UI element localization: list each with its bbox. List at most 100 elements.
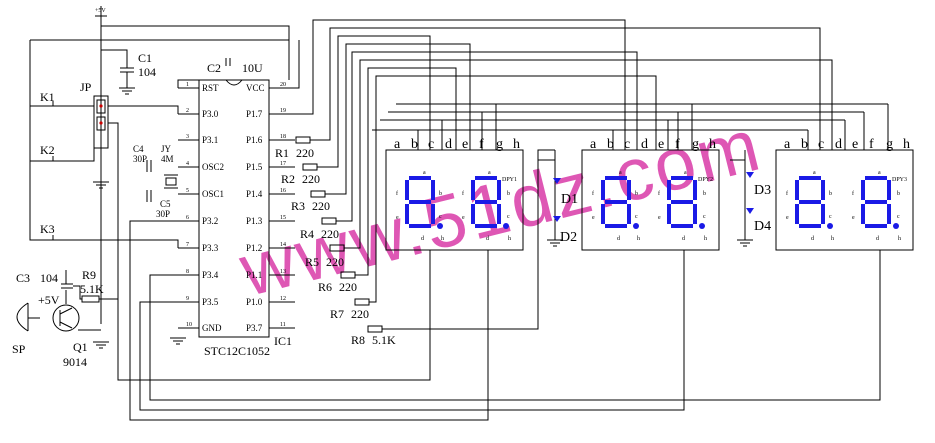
key-k3: K3 xyxy=(40,222,66,241)
svg-text:30P: 30P xyxy=(133,154,147,164)
svg-text:K3: K3 xyxy=(40,222,55,236)
segment-tag: c xyxy=(635,214,638,220)
mcu-pin-name: P1.5 xyxy=(246,162,263,172)
wire xyxy=(129,220,489,421)
segment-label: f xyxy=(869,137,874,152)
wire xyxy=(382,149,555,330)
segment-tag: b xyxy=(703,191,706,197)
segment-tag: a xyxy=(813,170,816,176)
segment-label: a xyxy=(590,137,597,152)
wire xyxy=(139,250,685,411)
segment-tag: h xyxy=(831,236,834,242)
segment-label: d xyxy=(835,137,842,152)
svg-text:D3: D3 xyxy=(754,183,771,198)
wire xyxy=(149,250,881,401)
resistor-r2-value: 220 xyxy=(302,172,320,186)
segment-tag: h xyxy=(898,236,901,242)
mcu-pin-name: P1.1 xyxy=(246,270,262,280)
resistor-r8 xyxy=(367,325,383,333)
mcu-pin-name: P3.0 xyxy=(202,109,219,119)
resistor-r5 xyxy=(329,244,345,252)
segment-tag: f xyxy=(396,190,398,197)
mcu-pin-number: 2 xyxy=(186,108,189,114)
mcu-pin-name: P3.3 xyxy=(202,243,219,253)
segment-label: f xyxy=(479,137,484,152)
mcu-pin-number: 9 xyxy=(186,296,189,302)
svg-text:104: 104 xyxy=(138,65,156,79)
wire xyxy=(108,105,179,114)
resistor-r3 xyxy=(310,190,326,198)
svg-text:R9: R9 xyxy=(82,268,96,282)
jumper-jp: JP xyxy=(80,80,109,149)
speaker-sp: SP xyxy=(12,302,29,356)
segment-label: b xyxy=(607,137,614,152)
wire xyxy=(101,49,128,60)
svg-text:30P: 30P xyxy=(156,209,170,219)
segment-tag: b xyxy=(439,191,442,197)
segment-tag: f xyxy=(658,190,660,197)
mcu-name: STC12C1052 xyxy=(204,344,270,358)
segment-tag: f xyxy=(786,190,788,197)
capacitor-c2: C2 10U xyxy=(207,58,263,75)
resistor-r9: R9 5.1K xyxy=(80,268,104,303)
resistor-r7-value: 220 xyxy=(351,307,369,321)
display-ref: DPY2 xyxy=(698,177,713,183)
svg-text:9014: 9014 xyxy=(63,355,87,369)
resistor-r2-ref: R2 xyxy=(281,172,295,186)
segment-tag: d xyxy=(811,236,814,242)
mcu-pin-number: 8 xyxy=(186,269,189,275)
resistor-r7-ref: R7 xyxy=(330,307,344,321)
segment-label: b xyxy=(801,137,808,152)
svg-text:C5: C5 xyxy=(160,199,171,209)
resistor-r1-value: 220 xyxy=(296,146,314,160)
mcu-pin-number: 14 xyxy=(280,242,286,248)
wire xyxy=(99,298,119,360)
segment-tag: a xyxy=(878,170,881,176)
mcu-pin-number: 15 xyxy=(280,215,286,221)
segment-tag: b xyxy=(829,191,832,197)
segment-tag: b xyxy=(897,191,900,197)
resistor-r8-value: 5.1K xyxy=(372,333,396,347)
svg-text:4M: 4M xyxy=(161,154,174,164)
wire xyxy=(295,19,626,150)
segment-tag: a xyxy=(423,170,426,176)
segment-tag: d xyxy=(421,236,424,242)
mcu-pin-number: 19 xyxy=(280,108,286,114)
wire xyxy=(310,27,821,150)
mcu-pin-number: 10 xyxy=(186,322,192,328)
segment-tag: c xyxy=(703,214,706,220)
svg-text:K1: K1 xyxy=(40,90,55,104)
segment-tag: e xyxy=(786,215,789,221)
segment-tag: h xyxy=(637,236,640,242)
mcu-pin-number: 6 xyxy=(186,215,189,221)
mcu-pin-number: 12 xyxy=(280,296,286,302)
svg-text:JY: JY xyxy=(161,144,172,154)
segment-tag: h xyxy=(704,236,707,242)
mcu-pin-name: P3.1 xyxy=(202,135,218,145)
wire xyxy=(29,161,40,241)
segment-tag: c xyxy=(439,214,442,220)
segment-tag: e xyxy=(462,215,465,221)
resistor-r6 xyxy=(340,271,356,279)
svg-text:Q1: Q1 xyxy=(73,340,88,354)
mcu-pin-number: 3 xyxy=(186,134,189,140)
wire xyxy=(295,40,300,89)
svg-text:C3: C3 xyxy=(16,271,30,285)
svg-text:10U: 10U xyxy=(242,61,263,75)
svg-text:D2: D2 xyxy=(560,230,577,245)
segment-label: e xyxy=(658,137,664,152)
svg-text:JP: JP xyxy=(80,80,92,94)
svg-text:5.1K: 5.1K xyxy=(80,282,104,296)
resistor-r1-ref: R1 xyxy=(275,146,289,160)
mcu-pin-number: 20 xyxy=(280,82,286,88)
segment-tag: e xyxy=(396,215,399,221)
resistor-r4 xyxy=(321,217,337,225)
resistor-r5-ref: R5 xyxy=(305,255,319,269)
svg-text:C4: C4 xyxy=(133,144,144,154)
